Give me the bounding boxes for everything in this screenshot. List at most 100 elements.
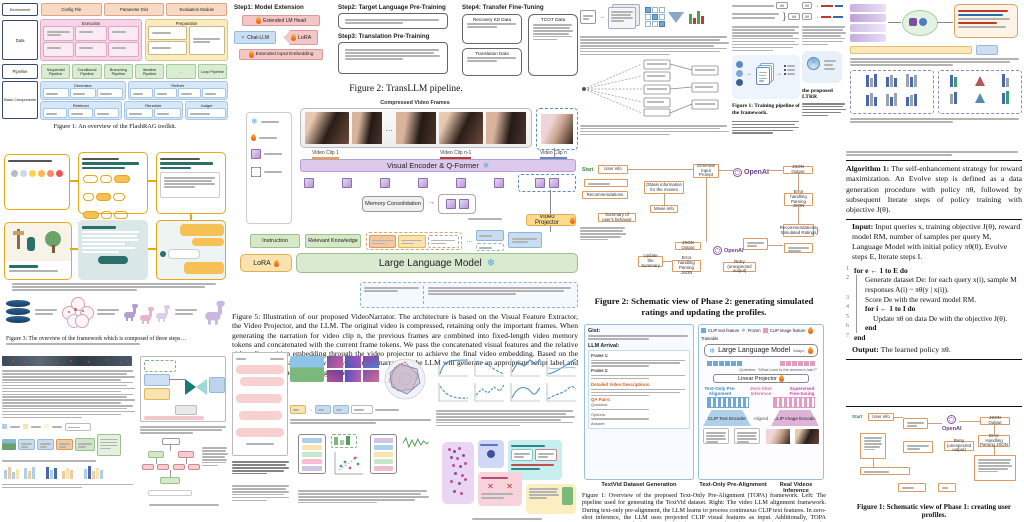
noise-thumb (363, 356, 379, 368)
text-line (978, 459, 1012, 461)
x-mark: ✕ (487, 482, 494, 491)
tile-phase1-flowchart: Start User info OpenAI JSON Output Error… (846, 406, 1022, 522)
flow-box-profile-text (974, 455, 1016, 481)
media-panel (802, 50, 842, 83)
text-line (846, 154, 952, 156)
zero-shot-sub-box (476, 243, 504, 251)
text-line (978, 468, 1009, 470)
text-line (580, 133, 670, 136)
tile-mllm-visual: → (290, 356, 434, 430)
gist-lines (588, 334, 690, 341)
flower-diagram (62, 297, 94, 328)
arrow-right-icon: → (308, 406, 313, 413)
text-line (580, 39, 720, 41)
mini-box (189, 26, 225, 55)
text-line (21, 443, 32, 445)
text-line (611, 17, 633, 19)
text-line (202, 456, 226, 458)
text-line (436, 421, 574, 424)
zero-shot-box (476, 230, 504, 241)
options-label: Options: (591, 411, 606, 417)
output-bold: Output: (852, 344, 879, 354)
instruction-box: Instruction (250, 234, 300, 248)
mini-box (96, 88, 124, 98)
text-line (747, 245, 758, 247)
similarity-matrix (645, 7, 665, 27)
text-line (580, 53, 670, 56)
text-line (100, 447, 111, 450)
text-line (591, 388, 686, 391)
openai-logo-icon (713, 246, 722, 255)
pipeline-box: Loop Pipeline (197, 64, 227, 79)
text-line (401, 239, 423, 242)
text-line (45, 113, 57, 115)
header-box: Evaluation Module (166, 3, 228, 16)
legend-label: CLIP image feature (769, 328, 806, 333)
text-line (152, 47, 171, 49)
legend-swatch (44, 424, 49, 430)
figure-caption: Figure 1: Schematic view of Phase 1: cre… (856, 503, 1012, 519)
snowflake-icon: ❄ (251, 117, 258, 126)
pink-panel: ✕✕ (478, 472, 522, 506)
visual-token (494, 178, 504, 188)
text-line (611, 20, 625, 22)
text-line (732, 37, 799, 40)
arrow-right-icon: → (599, 14, 605, 20)
flow-box-json-output: JSON Output (980, 415, 1010, 425)
text-line (298, 499, 416, 501)
openai-badge-2: OpenAI (713, 246, 744, 255)
text-line (47, 34, 62, 36)
text-line (2, 413, 122, 416)
caption-lines (12, 282, 220, 292)
emoji-icon (56, 170, 63, 177)
text-line (591, 394, 649, 397)
text-line (2, 399, 135, 401)
emoji-row (8, 170, 66, 177)
text-line (436, 413, 567, 415)
judger-group: Judger (185, 101, 228, 120)
text-line (864, 440, 881, 442)
x-mark: ✕ (506, 482, 513, 491)
text-line (533, 38, 557, 41)
noise-thumb (327, 356, 343, 368)
mini-box (75, 26, 107, 41)
mini-box (126, 108, 153, 118)
text-line (193, 41, 210, 43)
text-line (202, 447, 228, 449)
text-line (580, 236, 621, 238)
clipn1-label: Video Clip n-1 (440, 150, 472, 159)
text-line (40, 446, 47, 448)
llm-label: Large Language Model (718, 347, 791, 354)
text-line (202, 459, 228, 461)
topa-right-panel: CLIP text feature ❄Frozen CLIP image fea… (698, 324, 824, 480)
tile-llama-framework: Figure 3: The overview of the framework … (6, 292, 230, 354)
figure-caption: Figure 2: TransLLM pipeline. (349, 84, 463, 94)
visual-token (549, 178, 559, 188)
text-line (591, 377, 649, 380)
caption-lines (298, 489, 430, 505)
yellow-panel (526, 484, 576, 514)
start-label: Start (582, 167, 594, 173)
box-lines (467, 56, 517, 63)
start-label: Start (852, 414, 863, 419)
text-line (529, 497, 547, 499)
text-line (846, 151, 1019, 153)
text-line (732, 35, 793, 37)
flow-box-ratings (860, 433, 886, 459)
bar-group (82, 465, 106, 480)
mini-box (68, 108, 94, 118)
mini-plot (510, 358, 541, 377)
mini-box (94, 108, 120, 118)
flow-box-error: Error Handling Parsing JSON (978, 433, 1010, 447)
tree-leaf (173, 464, 185, 471)
footer-left: TextVid Dataset Generation (601, 482, 677, 488)
flow-box-lists (584, 179, 628, 187)
row-label: Pipeline (2, 64, 38, 79)
wave-plot (402, 436, 430, 449)
snowflake-icon: ❄ (741, 327, 746, 334)
flow-box-update (903, 441, 933, 453)
step-title: Step4: Transfer Fine-Tuning (462, 4, 544, 11)
clipn-label: Video Clip n (540, 150, 567, 159)
box-label: Extended Input Embedding (255, 52, 314, 57)
alg-line: for i ← 1 to I do (856, 304, 915, 314)
